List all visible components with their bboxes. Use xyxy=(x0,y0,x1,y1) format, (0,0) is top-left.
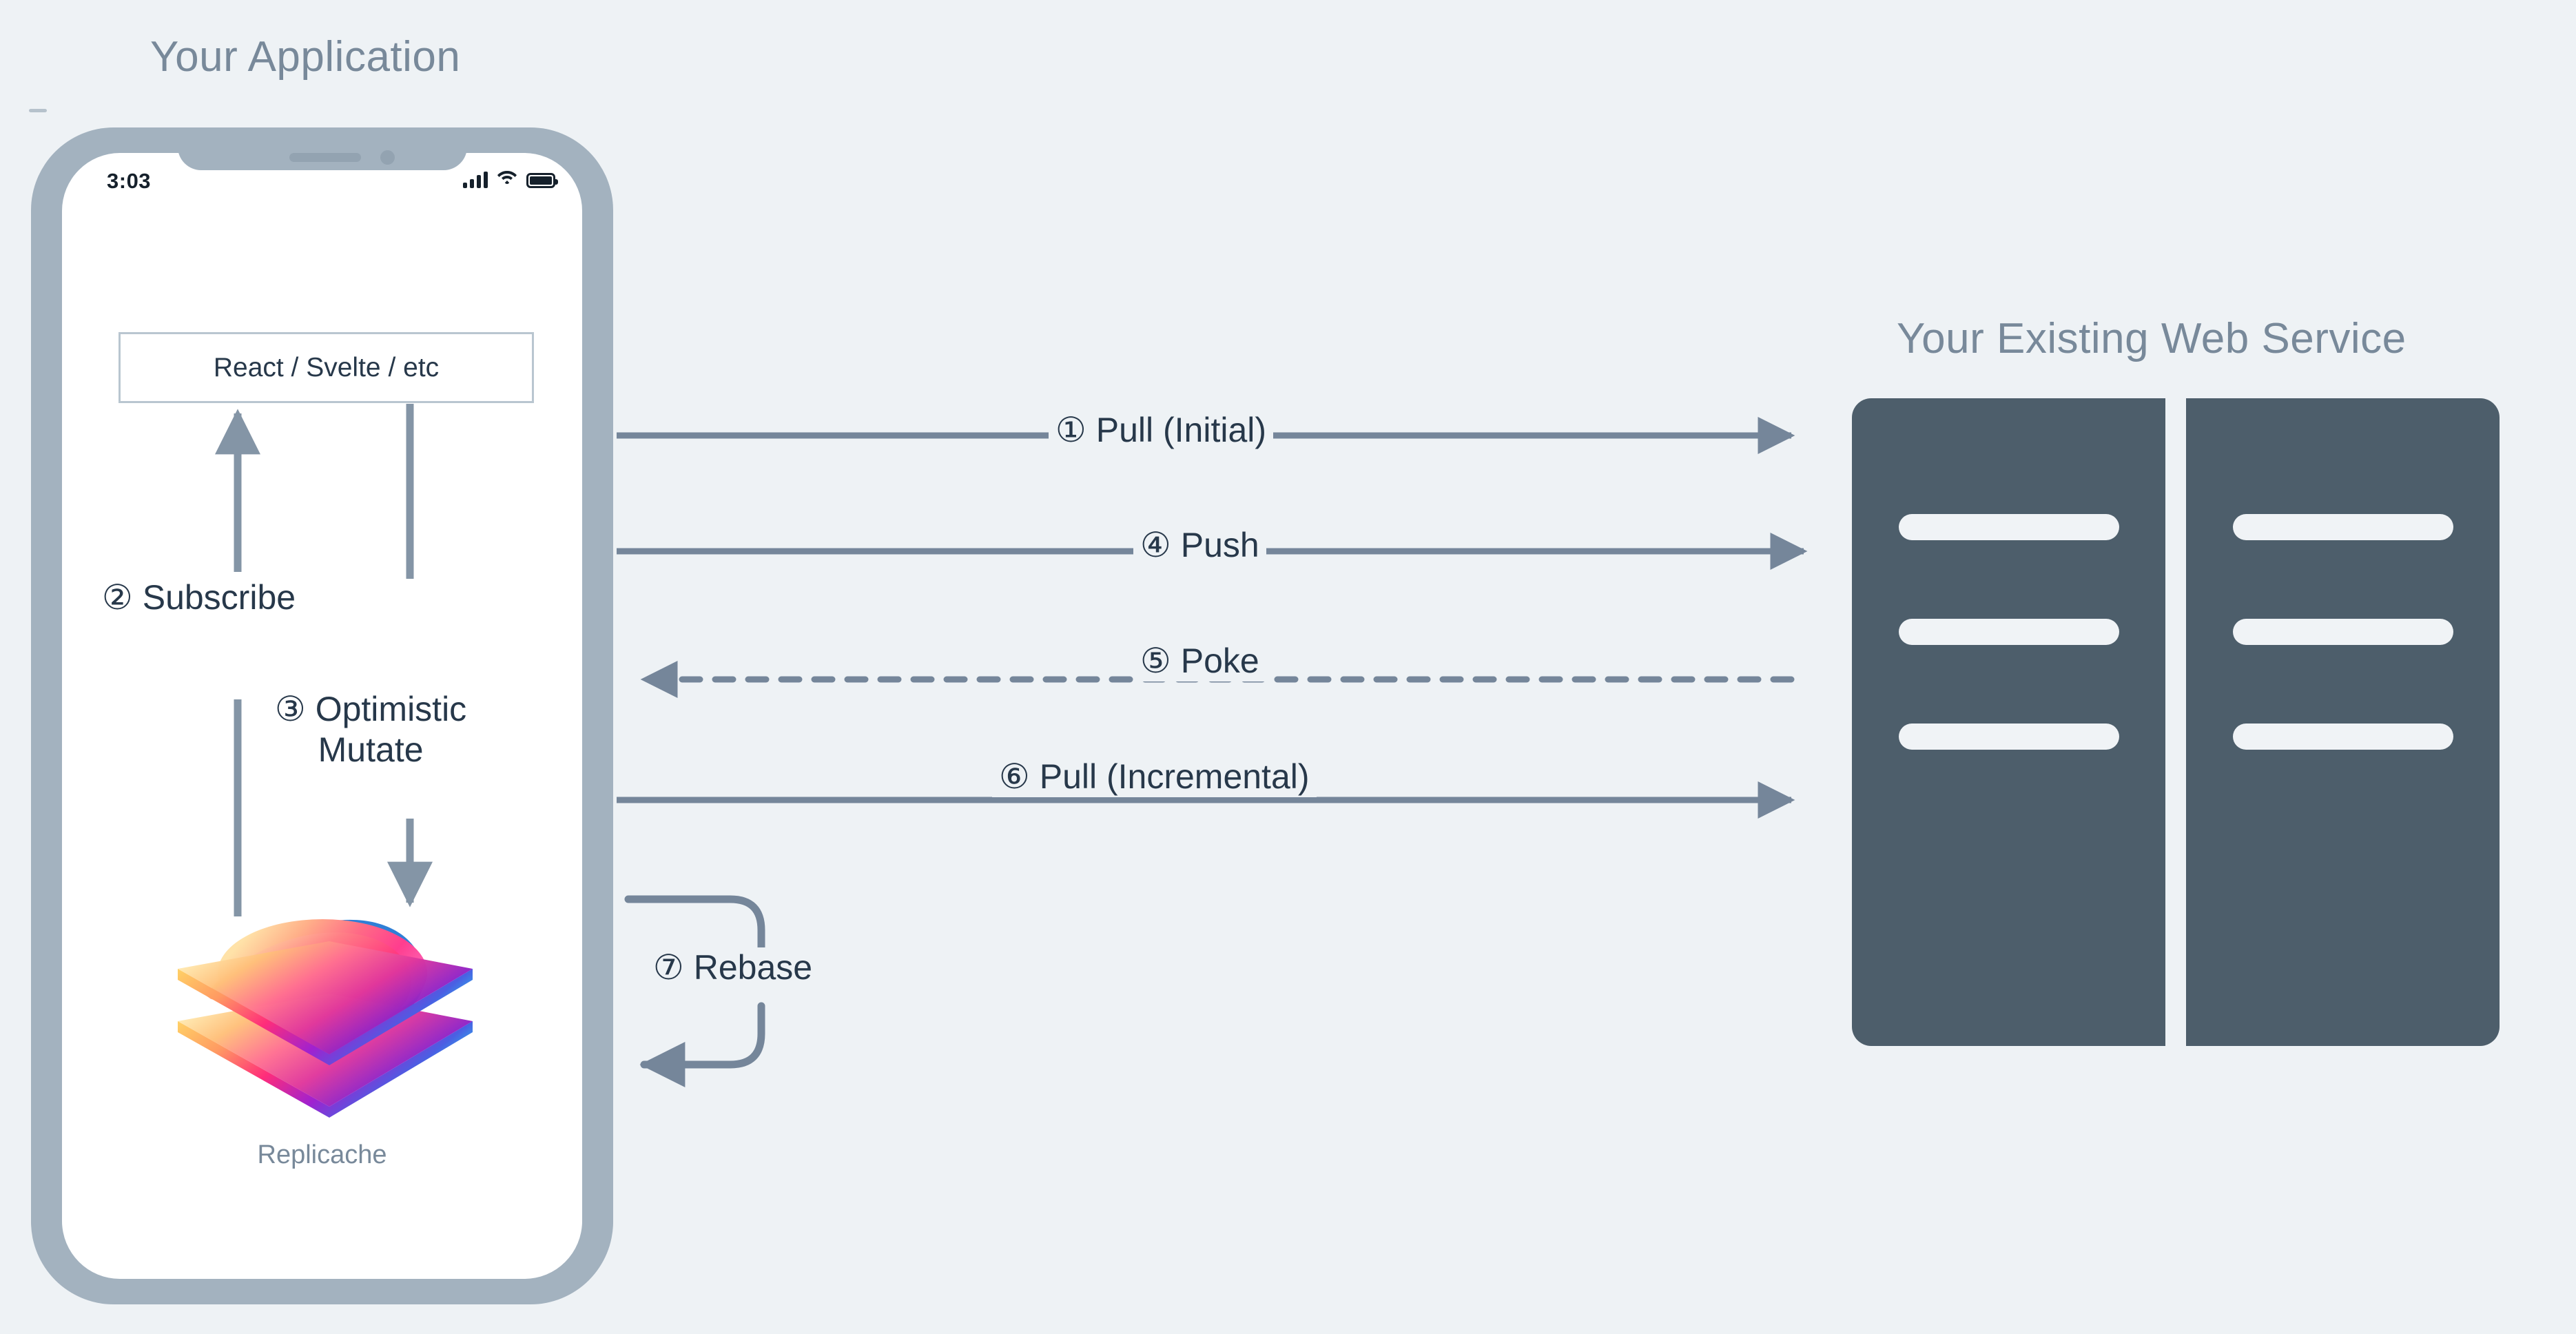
server-rack-right xyxy=(2186,398,2500,1046)
flow-label-optimistic-mutate-line1: ③ Optimistic xyxy=(275,690,467,728)
web-service-title: Your Existing Web Service xyxy=(1897,315,2407,362)
replicache-logo-caption: Replicache xyxy=(257,1140,387,1169)
flow-label-pull-incremental: ⑥ Pull (Incremental) xyxy=(992,757,1317,797)
flow-label-pull-initial: ① Pull (Initial) xyxy=(1049,410,1274,451)
rack-bar xyxy=(1899,724,2119,750)
signal-bars-icon xyxy=(463,172,488,188)
wifi-icon xyxy=(497,168,517,188)
server-rack-left xyxy=(1852,398,2165,1046)
flow-label-optimistic-mutate-line2: Mutate xyxy=(318,730,424,769)
status-bar-icons xyxy=(463,168,558,188)
web-service-racks xyxy=(1852,398,2500,1046)
front-camera-icon xyxy=(380,150,395,165)
phone-notch xyxy=(178,127,467,170)
rack-bar xyxy=(1899,514,2119,540)
battery-icon xyxy=(526,173,558,188)
application-title: Your Application xyxy=(150,33,461,81)
speaker-grille-icon xyxy=(289,153,361,162)
framework-box-label: React / Svelte / etc xyxy=(213,352,440,382)
rack-bar xyxy=(1899,619,2119,645)
rack-bar xyxy=(2233,619,2453,645)
rack-bar xyxy=(2233,514,2453,540)
rack-bar xyxy=(2233,724,2453,750)
replicache-logo-icon xyxy=(169,911,473,1118)
flow-label-optimistic-mutate: ③ Optimistic Mutate xyxy=(265,689,477,770)
corner-dash-mark xyxy=(29,109,47,112)
status-bar-time: 3:03 xyxy=(107,169,152,193)
flow-label-push: ④ Push xyxy=(1133,525,1266,566)
framework-box: React / Svelte / etc xyxy=(119,332,534,403)
flow-label-rebase: ⑦ Rebase xyxy=(646,947,820,988)
flow-label-subscribe: ② Subscribe xyxy=(95,577,303,618)
flow-label-poke: ⑤ Poke xyxy=(1133,641,1266,681)
